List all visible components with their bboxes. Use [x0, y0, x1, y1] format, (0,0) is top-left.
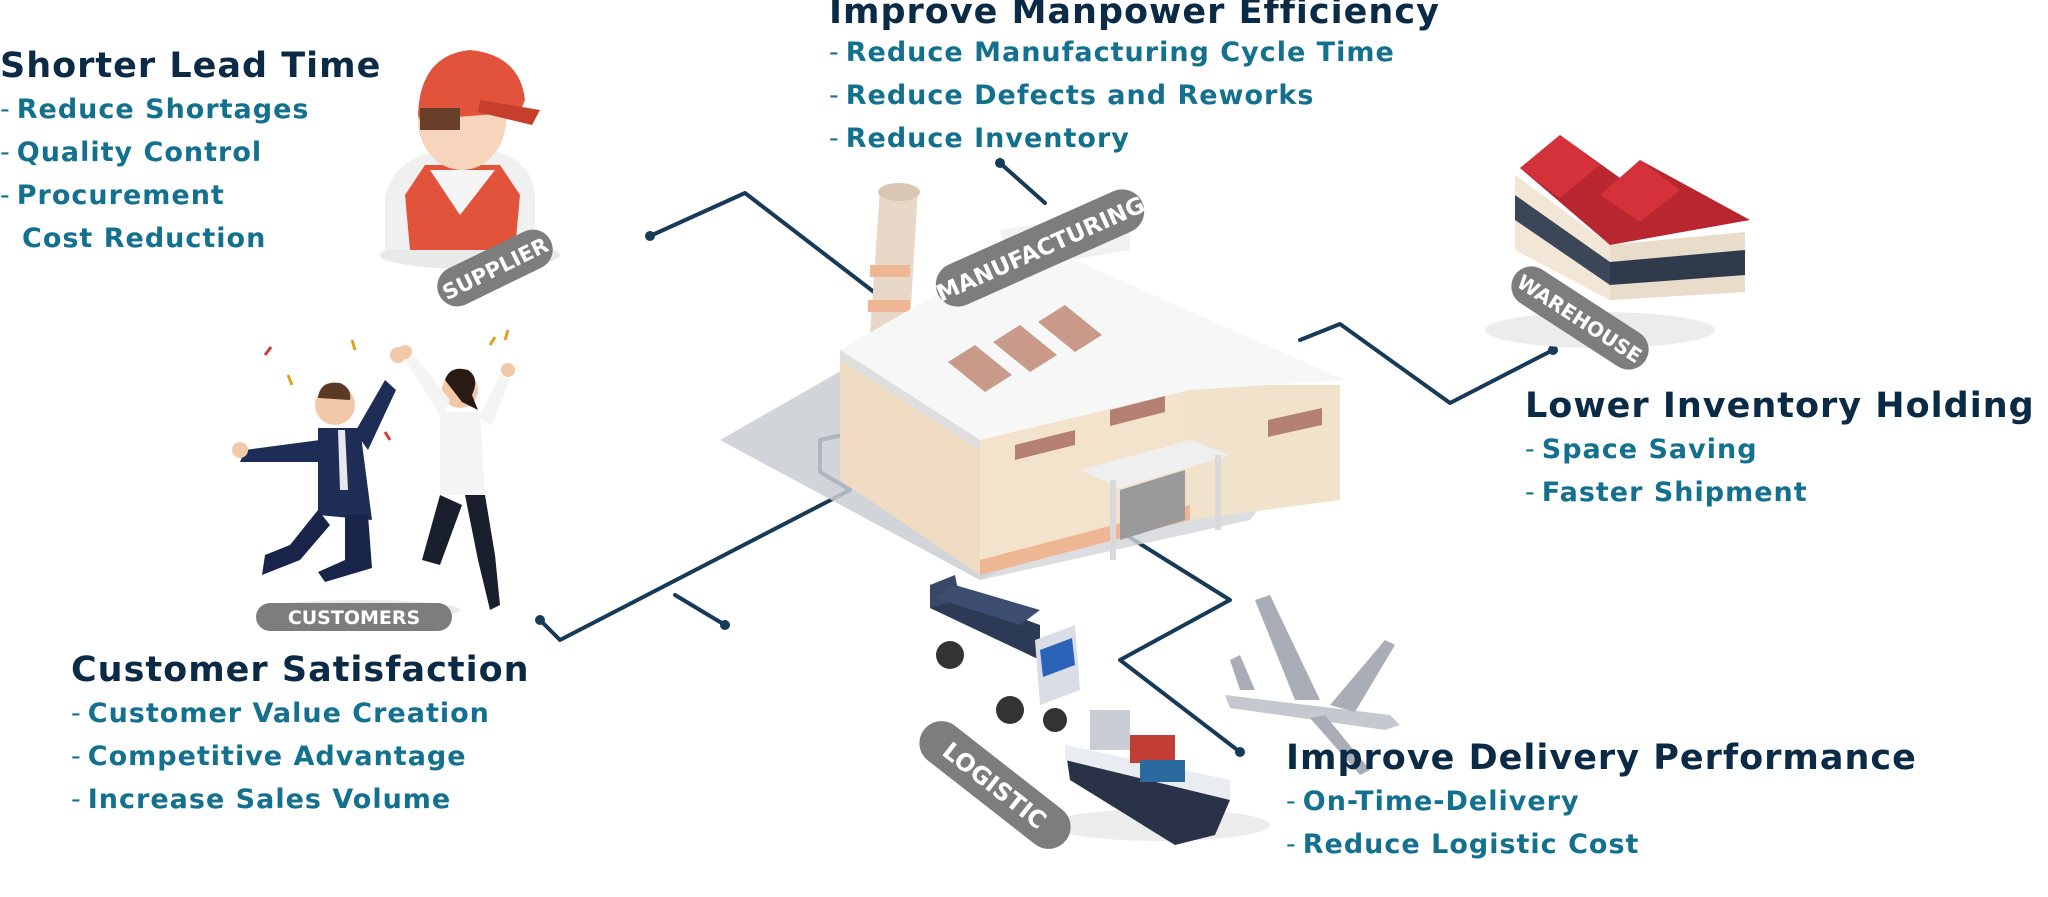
- shorter-lead-time-block: Shorter Lead Time -Reduce Shortages -Qua…: [0, 48, 381, 260]
- connector-warehouse: [1298, 322, 1555, 405]
- customers-badge-label: CUSTOMERS: [288, 607, 420, 629]
- supplier-worker-illustration: [380, 50, 560, 269]
- connector-manpower: [998, 161, 1047, 205]
- manpower-item: -Reduce Inventory: [829, 122, 1130, 154]
- lead-time-item: Cost Reduction: [22, 222, 267, 254]
- lower-inventory-title: Lower Inventory Holding: [1525, 386, 2035, 426]
- manpower-efficiency-block: Improve Manpower Efficiency -Reduce Manu…: [829, 0, 1440, 160]
- manpower-item: -Reduce Defects and Reworks: [829, 79, 1315, 111]
- connector-logistic: [1108, 523, 1242, 754]
- delivery-item: -Reduce Logistic Cost: [1286, 828, 1640, 860]
- lead-time-item: -Procurement: [0, 179, 225, 211]
- lower-inventory-block: Lower Inventory Holding -Space Saving -F…: [1525, 388, 2035, 514]
- delivery-performance-title: Improve Delivery Performance: [1286, 738, 1917, 778]
- inventory-item: -Faster Shipment: [1525, 476, 1808, 508]
- shorter-lead-time-title: Shorter Lead Time: [0, 46, 382, 86]
- manpower-item: -Reduce Manufacturing Cycle Time: [829, 36, 1395, 68]
- manpower-efficiency-title: Improve Manpower Efficiency: [829, 0, 1440, 32]
- customer-item: -Increase Sales Volume: [71, 783, 452, 815]
- customers-badge: CUSTOMERS: [256, 603, 452, 631]
- customer-satisfaction-title: Customer Satisfaction: [71, 650, 530, 690]
- logistic-badge: LOGISTIC: [919, 721, 1071, 849]
- delivery-performance-block: Improve Delivery Performance -On-Time-De…: [1286, 740, 1917, 866]
- customer-satisfaction-block: Customer Satisfaction -Customer Value Cr…: [71, 652, 530, 821]
- truck-illustration: [930, 575, 1080, 732]
- airplane-illustration: [1225, 595, 1400, 775]
- inventory-item: -Space Saving: [1525, 433, 1758, 465]
- lead-time-item: -Quality Control: [0, 136, 263, 168]
- customer-item: -Competitive Advantage: [71, 740, 467, 772]
- warehouse-illustration: [1485, 135, 1750, 348]
- connector-supplier: [648, 191, 902, 314]
- celebrating-customers-illustration: [232, 329, 515, 620]
- logistic-badge-label: LOGISTIC: [937, 737, 1052, 835]
- delivery-item: -On-Time-Delivery: [1286, 785, 1580, 817]
- customer-item: -Customer Value Creation: [71, 697, 490, 729]
- lead-time-item: -Reduce Shortages: [0, 93, 310, 125]
- connector-customers-branch: [673, 593, 727, 627]
- cargo-ship-illustration: [1050, 710, 1270, 845]
